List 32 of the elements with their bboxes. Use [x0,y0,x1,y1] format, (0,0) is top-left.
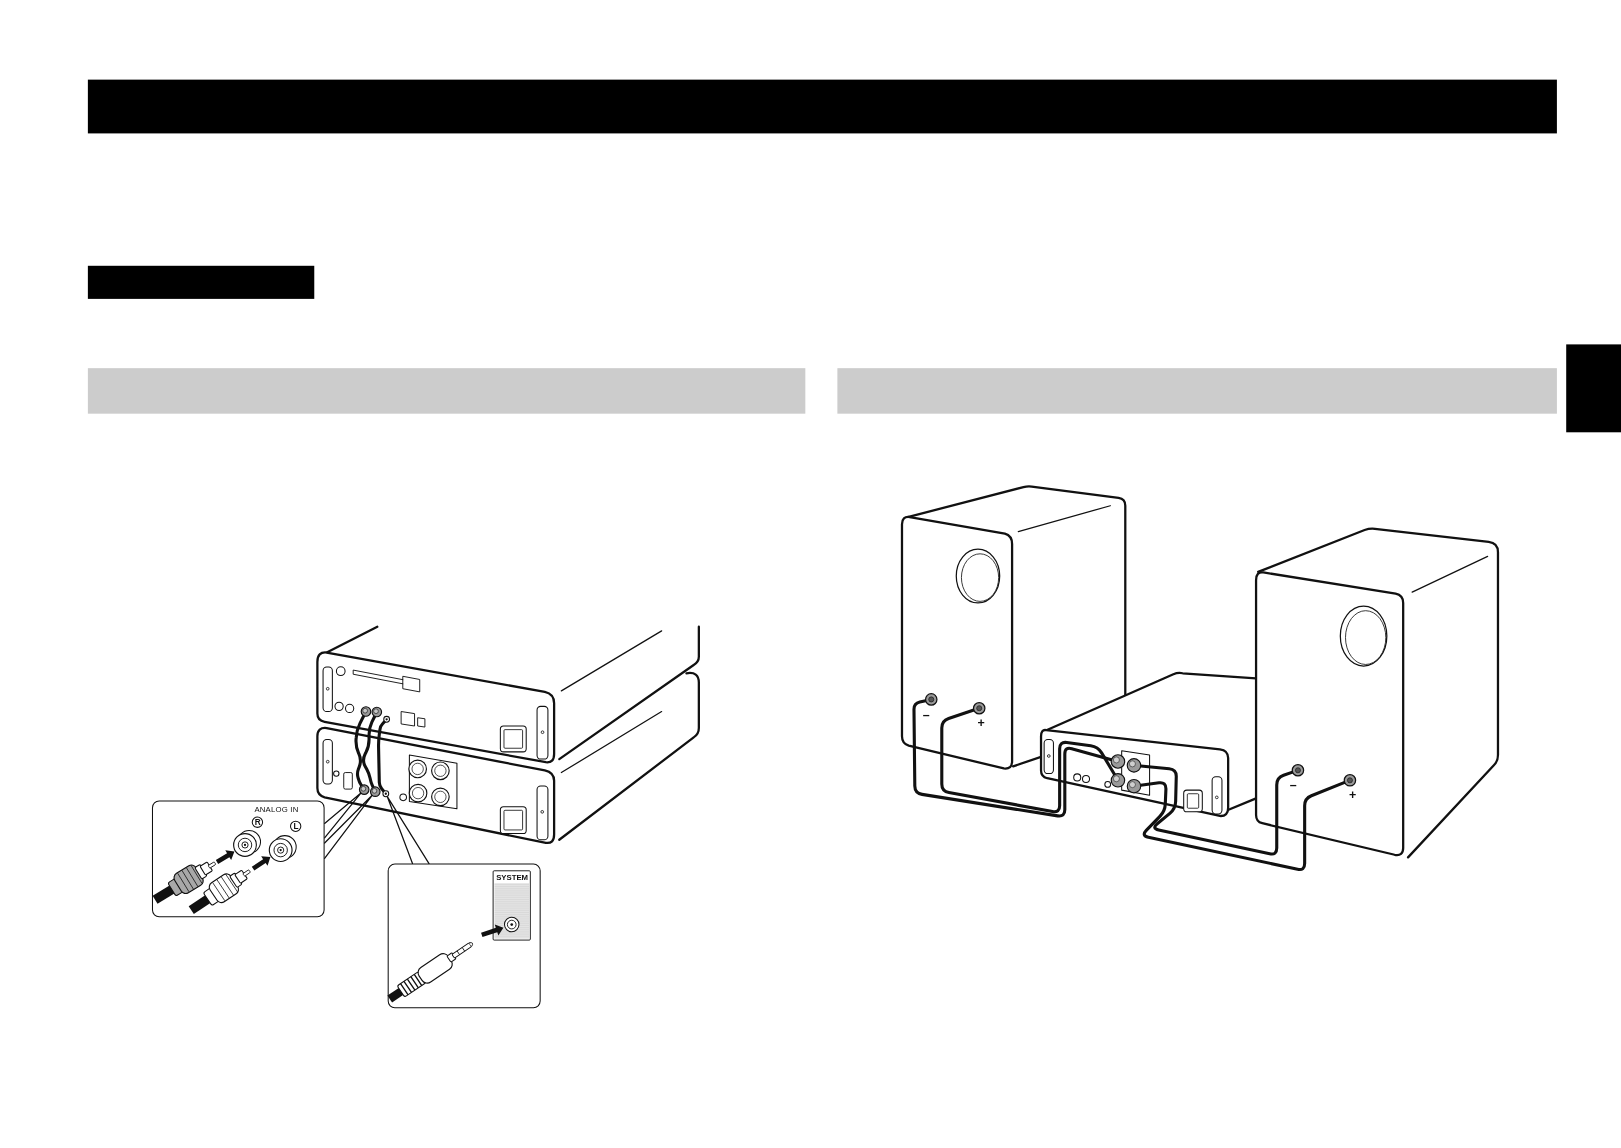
rca-jack [371,706,383,718]
mini-jack [382,790,390,798]
terminal-post [1110,754,1126,769]
polarity-label: – [922,708,930,721]
speaker-terminal [1291,763,1305,777]
speaker-cable [1139,764,1295,856]
speaker-cable [1139,780,1347,872]
mini-cable [377,719,387,793]
rca-jack [358,784,370,795]
mini-jack [383,715,391,723]
speaker-terminal [924,693,938,706]
heading-bar [87,265,315,299]
page-tab [1566,344,1621,433]
polarity-label: + [1349,789,1357,802]
speaker-cable [912,699,1113,818]
detail-inset [387,863,541,1009]
terminal-post [1110,773,1126,788]
rca-jack [369,786,381,797]
speaker-cable [940,708,1117,814]
rca-jack [360,706,372,717]
detail-inset [151,800,325,918]
terminal-post [1126,778,1142,794]
rca-cable [362,714,377,789]
rca-cable [354,714,366,788]
terminal-post [1126,758,1142,773]
subheading-bar [837,368,1557,414]
subheading-bar [87,368,806,414]
polarity-label: + [977,716,985,730]
title-bar [87,79,1557,134]
polarity-label: – [1289,778,1297,791]
speaker-terminal [972,701,986,715]
speaker-terminal [1343,774,1357,787]
